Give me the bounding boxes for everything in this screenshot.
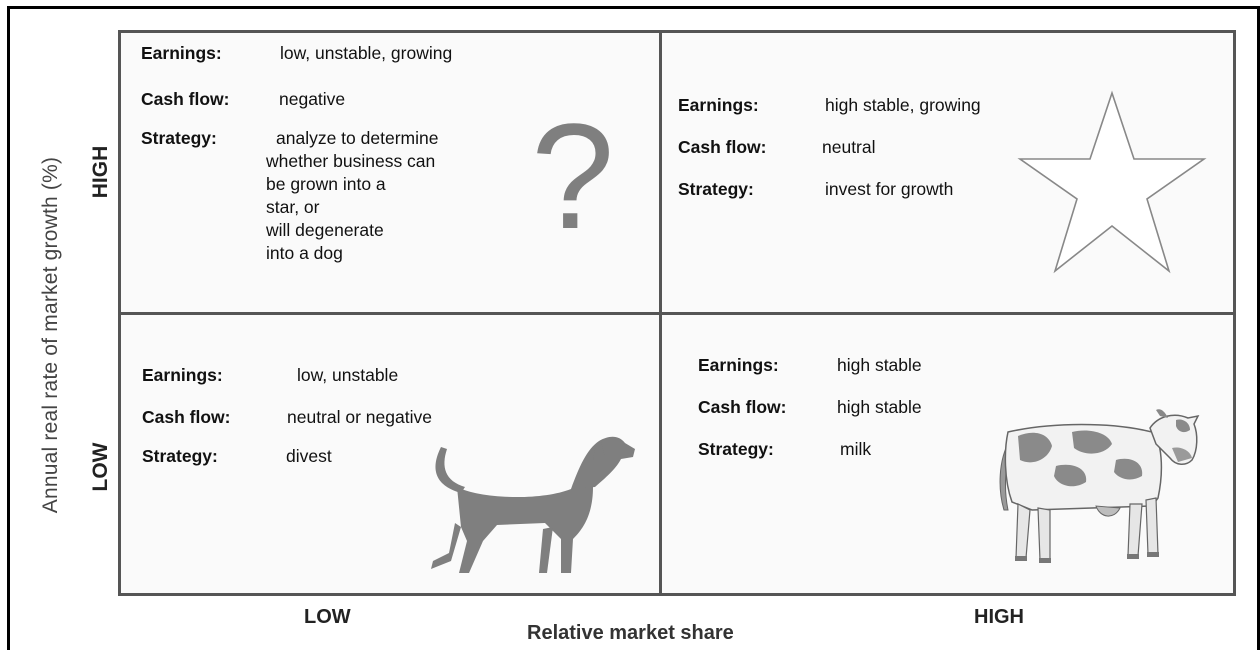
earnings-label: Earnings: [698,355,779,375]
strategy-label: Strategy: [678,179,754,199]
strategy-label: Strategy: [141,128,217,148]
y-level-high: HIGH [89,145,112,199]
strategy-line: analyze to determine [276,128,439,148]
earnings-label: Earnings: [142,365,223,385]
y-level-low: LOW [89,442,112,492]
figure-frame [7,6,1260,650]
earnings-label: Earnings: [141,43,222,63]
cash-flow-value: neutral or negative [287,407,432,427]
cash-flow-label: Cash flow: [142,407,231,427]
y-axis-title: Annual real rate of market growth (%) [39,156,62,514]
dog-icon [431,436,635,573]
cow-icon [999,409,1200,563]
strategy-value: milk [840,439,872,459]
quadrant-question-mark: Earnings: low, unstable, growing Cash fl… [121,33,662,315]
cash-flow-value: negative [279,89,346,109]
x-level-low: LOW [304,606,351,628]
earnings-value: high stable [837,355,922,375]
strategy-line: will degenerate [266,220,384,240]
cash-flow-label: Cash flow: [141,89,230,109]
strategy-label: Strategy: [698,439,774,459]
strategy-value: invest for growth [825,179,954,199]
quadrant-dog: Earnings: low, unstable Cash flow: neutr… [121,315,662,593]
earnings-value: high stable, growing [825,95,981,115]
strategy-line: into a dog [266,243,343,263]
strategy-value: divest [286,446,332,466]
cash-flow-label: Cash flow: [678,137,767,157]
cash-flow-label: Cash flow: [698,397,787,417]
strategy-label: Strategy: [142,446,218,466]
earnings-label: Earnings: [678,95,759,115]
strategy-line: star, or [266,197,320,217]
quadrant-cash-cow: Earnings: high stable Cash flow: high st… [662,315,1233,593]
cash-flow-value: high stable [837,397,922,417]
x-level-high: HIGH [974,606,1024,628]
question-mark-icon: ? [531,92,615,260]
quadrant-star: Earnings: high stable, growing Cash flow… [662,33,1233,315]
bcg-matrix: Earnings: low, unstable, growing Cash fl… [118,30,1236,596]
strategy-line: be grown into a [266,174,386,194]
earnings-value: low, unstable [297,365,399,385]
x-axis-title: Relative market share [527,622,734,644]
earnings-value: low, unstable, growing [280,43,453,63]
strategy-line: whether business can [266,151,436,171]
star-icon [1017,90,1207,274]
cash-flow-value: neutral [822,137,876,157]
